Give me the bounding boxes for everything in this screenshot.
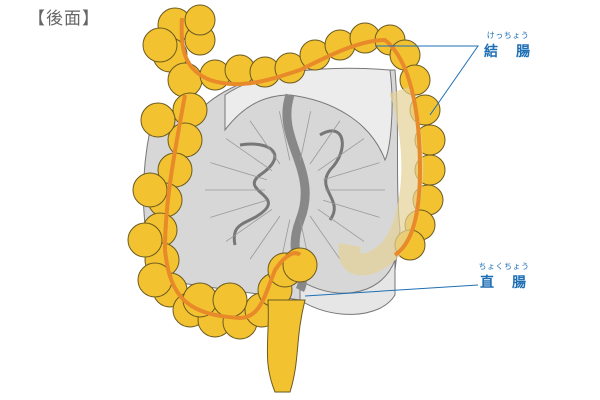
colon-haustra (184, 4, 216, 36)
mesentery-fold (278, 111, 291, 161)
sigmoid-overlay (338, 86, 424, 276)
colon-label: 結 腸 (484, 44, 532, 60)
rectum-ruby: ちょくちょう (478, 262, 530, 271)
mesentery (142, 67, 401, 315)
mesentery-fold (309, 120, 341, 165)
mesentery-fold (309, 215, 341, 260)
mesentery-fold (323, 199, 380, 218)
mesentery-fold (317, 138, 365, 172)
marginal-artery (162, 17, 423, 321)
mesentery-fold (323, 162, 380, 181)
mesentery-fold (225, 208, 273, 242)
view-title: 【後面】 (28, 9, 100, 29)
colon-haustra (167, 62, 203, 98)
leader-lines (304, 45, 479, 297)
label-colon: けっちょう 結 腸 (482, 30, 534, 61)
label-rectum: ちょくちょう 直 腸 (476, 261, 532, 292)
mesentery-fold (317, 208, 365, 242)
colon-haustra (140, 102, 176, 138)
rectum (266, 299, 306, 393)
mesentery-fold (225, 138, 273, 172)
colon-haustra (132, 172, 168, 208)
mesentery-fold (249, 120, 281, 165)
mesentery-fold (299, 111, 312, 161)
colon-haustra (142, 27, 178, 63)
mesentery-fold (210, 162, 267, 181)
colon-haustra (212, 282, 248, 318)
colon-ruby: けっちょう (486, 31, 530, 40)
colon-haustra (127, 222, 163, 258)
colon-haustra (282, 247, 318, 283)
mesentery-fold (249, 215, 281, 260)
rectum-label: 直 腸 (480, 275, 528, 291)
mesentery-fold (210, 199, 267, 218)
